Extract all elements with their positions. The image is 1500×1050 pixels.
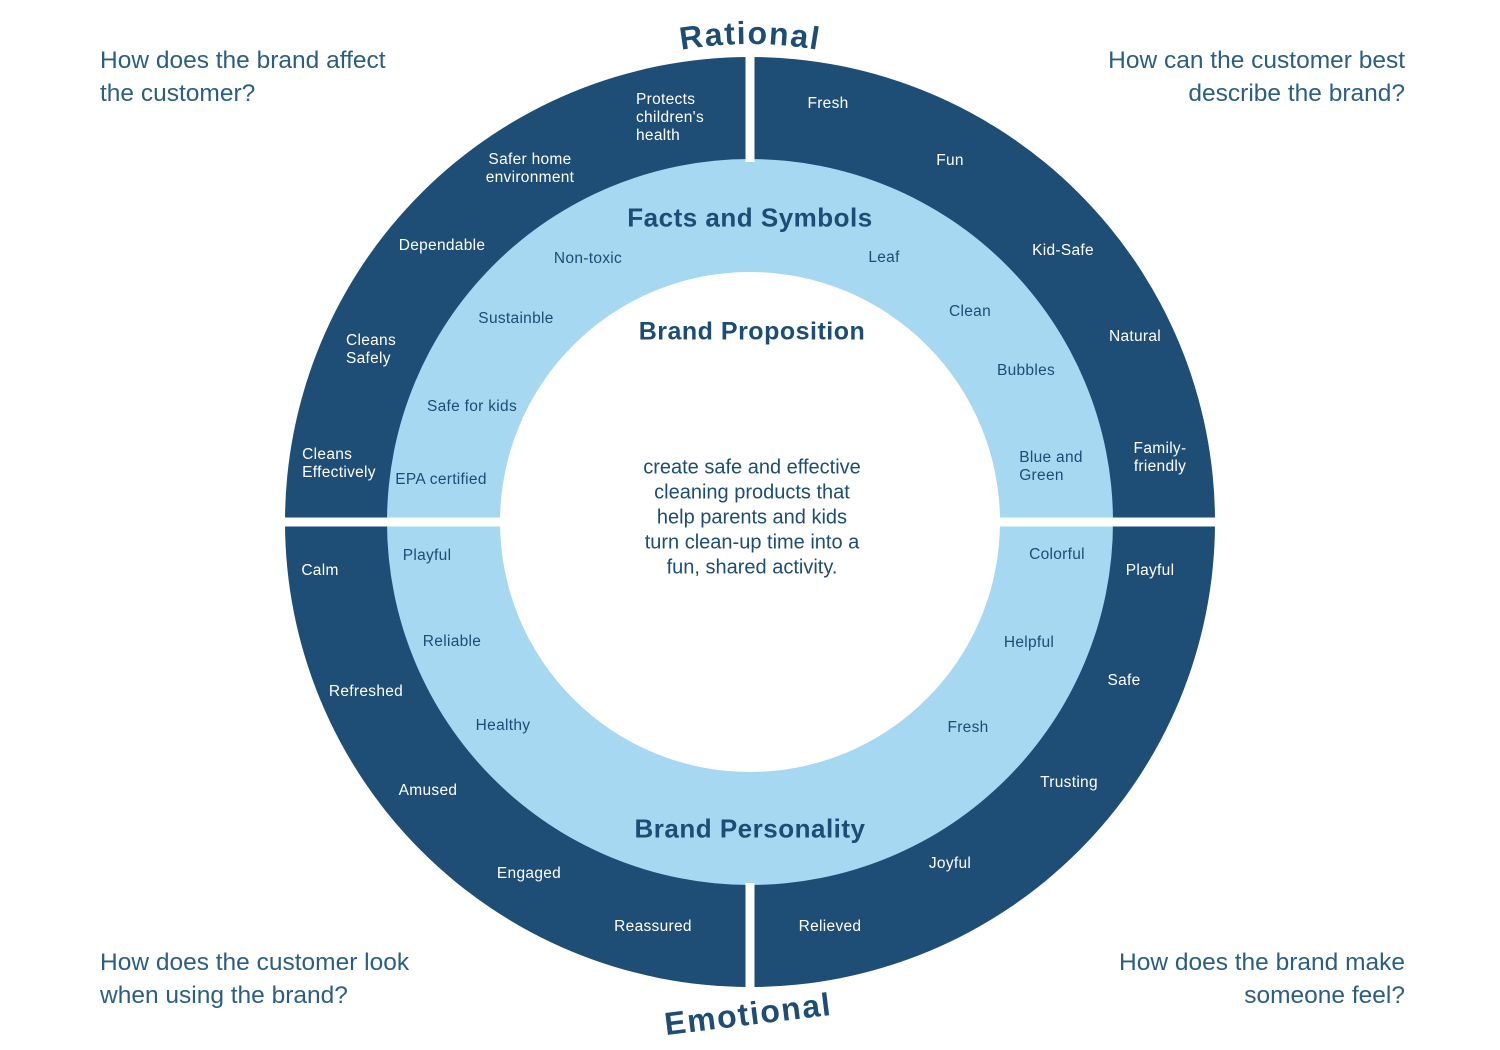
inner-label-helpful: Helpful [1003,634,1055,651]
outer-label-fun: Fun [936,152,964,169]
divider-vertical-top [745,54,755,162]
outer-label-reassured: Reassured [614,918,692,935]
center-proposition-text: create safe and effective cleaning produ… [643,456,861,579]
outer-label-engaged: Engaged [496,865,562,882]
section-heading-facts-and-symbols: Facts and Symbols [627,202,873,233]
inner-label-non-toxic: Non-toxic [553,250,623,267]
inner-label-epa-certified: EPA certified [395,471,487,488]
outer-label-amused: Amused [398,782,458,799]
outer-label-dependable: Dependable [398,237,486,254]
inner-label-reliable: Reliable [422,633,482,650]
question-bottom-right: How does the brand make someone feel? [1119,949,1405,1009]
outer-label-fresh: Fresh [807,95,849,112]
outer-label-joyful: Joyful [928,855,972,872]
inner-label-leaf: Leaf [868,249,900,266]
divider-horizontal [283,517,1217,527]
outer-label-protects-childrens-health: Protects children's health [636,91,704,144]
outer-label-playful: Playful [1125,562,1175,579]
outer-label-family-friendly: Family- friendly [1133,440,1187,475]
outer-label-safer-home-environment: Safer home environment [485,151,575,186]
inner-label-playful: Playful [402,547,452,564]
outer-label-trusting: Trusting [1040,774,1098,791]
outer-label-calm: Calm [301,562,339,579]
inner-label-sustainble: Sustainble [478,310,554,327]
outer-label-relieved: Relieved [798,918,862,935]
outer-label-cleans-safely: Cleans Safely [345,332,397,367]
center-title: Brand Proposition [638,317,866,346]
outer-label-natural: Natural [1108,328,1162,345]
question-top-right: How can the customer best describe the b… [1108,47,1405,107]
inner-label-colorful: Colorful [1029,546,1085,563]
axis-label-rational: Rational [677,15,823,57]
outer-label-refreshed: Refreshed [328,683,404,700]
outer-label-safe: Safe [1107,672,1141,689]
inner-label-safe-for-kids: Safe for kids [426,398,518,415]
question-bottom-left: How does the customer look when using th… [100,949,410,1009]
outer-label-cleans-effectively: Cleans Effectively [302,446,376,481]
inner-label-healthy: Healthy [475,717,531,734]
inner-label-bubbles: Bubbles [996,362,1056,379]
inner-label-blue-and-green: Blue and Green [1019,449,1083,484]
question-top-left: How does the brand affect the customer? [100,47,386,107]
inner-label-fresh: Fresh [947,719,989,736]
section-heading-brand-personality: Brand Personality [634,813,866,844]
inner-label-clean: Clean [949,303,991,320]
axis-label-emotional: Emotional [662,986,833,1042]
outer-label-kid-safe: Kid-Safe [1032,242,1094,259]
divider-vertical-bottom [745,883,755,990]
